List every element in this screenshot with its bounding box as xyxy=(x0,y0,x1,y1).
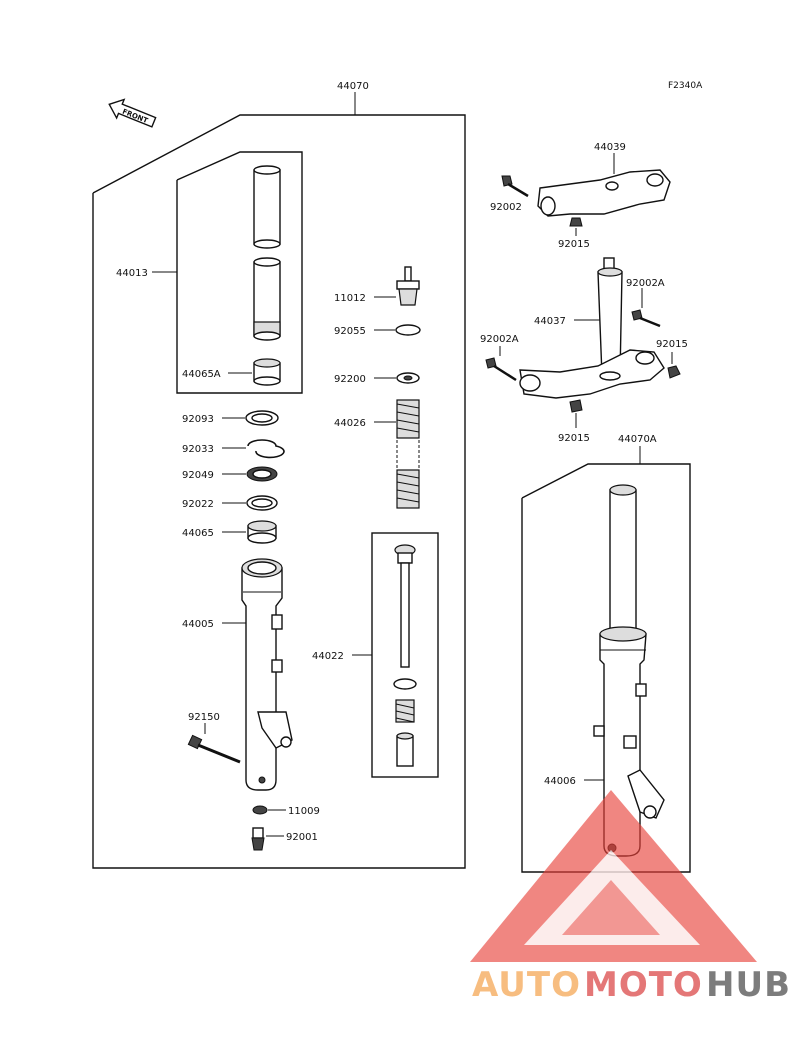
label-44037: 44037 xyxy=(534,316,566,327)
bolt-92002: 92002 xyxy=(490,175,529,213)
watermark-text-hub: HUB xyxy=(706,965,791,1005)
label-44070: 44070 xyxy=(337,81,369,92)
inner-tube-box xyxy=(176,151,303,394)
upper-bracket-44039: 44039 xyxy=(537,142,671,217)
figure-code: F2340A xyxy=(668,81,703,91)
label-92002A-right: 92002A xyxy=(626,278,665,289)
label-92002A-left: 92002A xyxy=(480,334,519,345)
o-ring-92055: 92055 xyxy=(334,324,421,337)
nut-92015-right: 92015 xyxy=(656,339,688,379)
bolt-92150: 92150 xyxy=(187,712,241,764)
label-44070A: 44070A xyxy=(618,434,657,445)
label-44065: 44065 xyxy=(182,528,214,539)
automotohub-watermark-logo: AUTO MOTO HUB xyxy=(470,790,791,1005)
washer-92200: 92200 xyxy=(334,372,420,385)
stem-bracket-44037: 44037 xyxy=(519,257,665,399)
watermark-text-moto: MOTO xyxy=(584,965,703,1005)
label-44022: 44022 xyxy=(312,651,344,662)
label-11009: 11009 xyxy=(288,806,320,817)
left-fork-assembly-frame xyxy=(92,114,466,869)
watermark-text-auto: AUTO xyxy=(472,965,581,1005)
seal-stack: 92093 92033 92049 92022 44065 xyxy=(182,410,285,544)
label-44006: 44006 xyxy=(544,776,576,787)
left-fork-assembly: 44070 xyxy=(92,81,466,869)
bolt-92002A-right: 92002A xyxy=(626,278,665,328)
right-fork-assembly-frame xyxy=(521,463,691,873)
label-92200: 92200 xyxy=(334,374,366,385)
inner-tube-group: 44013 44065A xyxy=(116,151,303,394)
inner-tube-upper xyxy=(253,165,281,249)
damper-rod-group: 44022 xyxy=(312,532,439,778)
label-92001: 92001 xyxy=(286,832,318,843)
label-44026: 44026 xyxy=(334,418,366,429)
label-92015-bottom: 92015 xyxy=(558,433,590,444)
label-92049: 92049 xyxy=(182,470,214,481)
outer-tube-44005: 44005 xyxy=(182,558,293,791)
label-44013: 44013 xyxy=(116,268,148,279)
label-92015-right: 92015 xyxy=(656,339,688,350)
spring-44026: 44026 xyxy=(334,399,420,509)
label-92015-top: 92015 xyxy=(558,239,590,250)
inner-tube-lower xyxy=(253,257,281,341)
bolt-92002A-left: 92002A xyxy=(480,334,519,382)
cap-bolt-11012: 11012 xyxy=(334,266,420,306)
label-92055: 92055 xyxy=(334,326,366,337)
nut-92015-top: 92015 xyxy=(558,217,590,250)
label-92150: 92150 xyxy=(188,712,220,723)
gasket-11009: 11009 xyxy=(252,805,320,817)
label-44005: 44005 xyxy=(182,619,214,630)
bushing-44065A xyxy=(253,358,281,386)
label-92002: 92002 xyxy=(490,202,522,213)
label-44039: 44039 xyxy=(594,142,626,153)
label-92093: 92093 xyxy=(182,414,214,425)
nut-92015-bottom: 92015 xyxy=(558,399,590,444)
circlip-92033 xyxy=(247,439,285,459)
front-arrow-icon: FRONT xyxy=(108,98,157,128)
bolt-92001: 92001 xyxy=(251,827,318,851)
label-44065A: 44065A xyxy=(182,369,221,380)
label-11012: 11012 xyxy=(334,293,366,304)
label-92033: 92033 xyxy=(182,444,214,455)
label-92022: 92022 xyxy=(182,499,214,510)
